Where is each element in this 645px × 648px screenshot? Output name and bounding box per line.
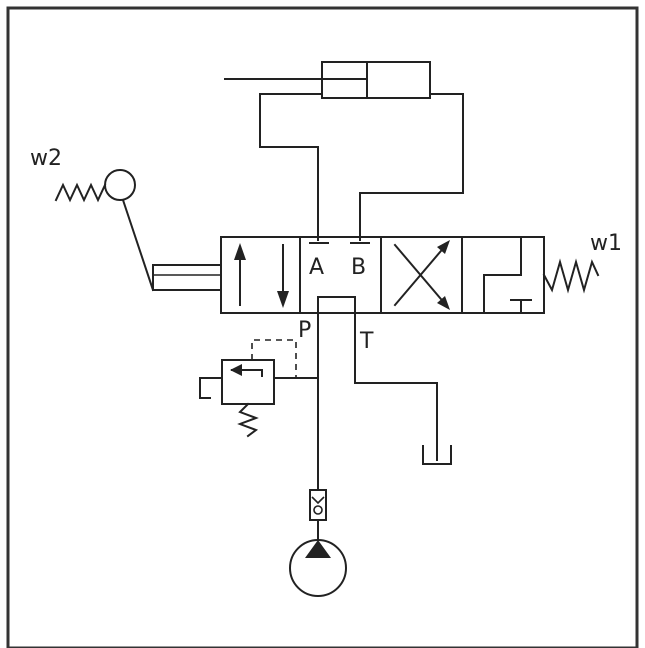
valve-envelope-right: [483, 236, 532, 314]
lever-knob: [104, 169, 136, 201]
arrow-down-icon: [277, 291, 289, 308]
port-a-label: A: [309, 255, 324, 280]
diagram-frame: [6, 6, 639, 648]
port-p-label: P: [298, 318, 311, 343]
pump-arrow-icon: [305, 540, 331, 558]
spring-w2-icon: [54, 182, 107, 203]
arrow-cross-up-icon: [437, 240, 450, 254]
directional-control-valve: [220, 236, 545, 314]
tank-icon: [422, 445, 452, 465]
arrow-up-icon: [234, 243, 246, 260]
lever-actuator: [54, 169, 222, 292]
valve-envelope-neutral: [309, 242, 370, 314]
lever-housing: [152, 264, 222, 291]
pilot-line: [251, 339, 297, 378]
relief-valve-body: [221, 359, 275, 405]
hydraulic-cylinder: [224, 61, 431, 99]
relief-spring-icon: [237, 402, 259, 438]
lever-arm: [121, 198, 155, 292]
check-valve-body: [309, 489, 327, 521]
check-valve-ball: [313, 505, 323, 515]
spring-w1-icon: [542, 258, 600, 294]
check-valve-seat: [311, 496, 325, 505]
hydraulic-pump: [289, 539, 347, 597]
port-b-label: B: [351, 255, 366, 280]
w1-label: w1: [590, 231, 622, 256]
valve-envelope-parallel: [234, 243, 289, 308]
flow-path-cross-2: [393, 243, 448, 307]
check-valve: [309, 489, 327, 521]
tank-line: [354, 312, 438, 461]
arrow-cross-down-icon: [437, 296, 450, 310]
line-cylinder-to-b: [359, 93, 464, 241]
port-t-label: T: [359, 329, 374, 354]
line-cylinder-to-a: [259, 93, 323, 241]
relief-drain-icon: [199, 377, 223, 399]
w2-label: w2: [30, 146, 62, 171]
internal-path: [483, 236, 522, 314]
p-t-connection: [317, 296, 356, 314]
valve-envelope-crossed: [393, 240, 450, 310]
pressure-relief-valve: [199, 339, 297, 438]
relief-arrow-icon: [230, 364, 242, 376]
